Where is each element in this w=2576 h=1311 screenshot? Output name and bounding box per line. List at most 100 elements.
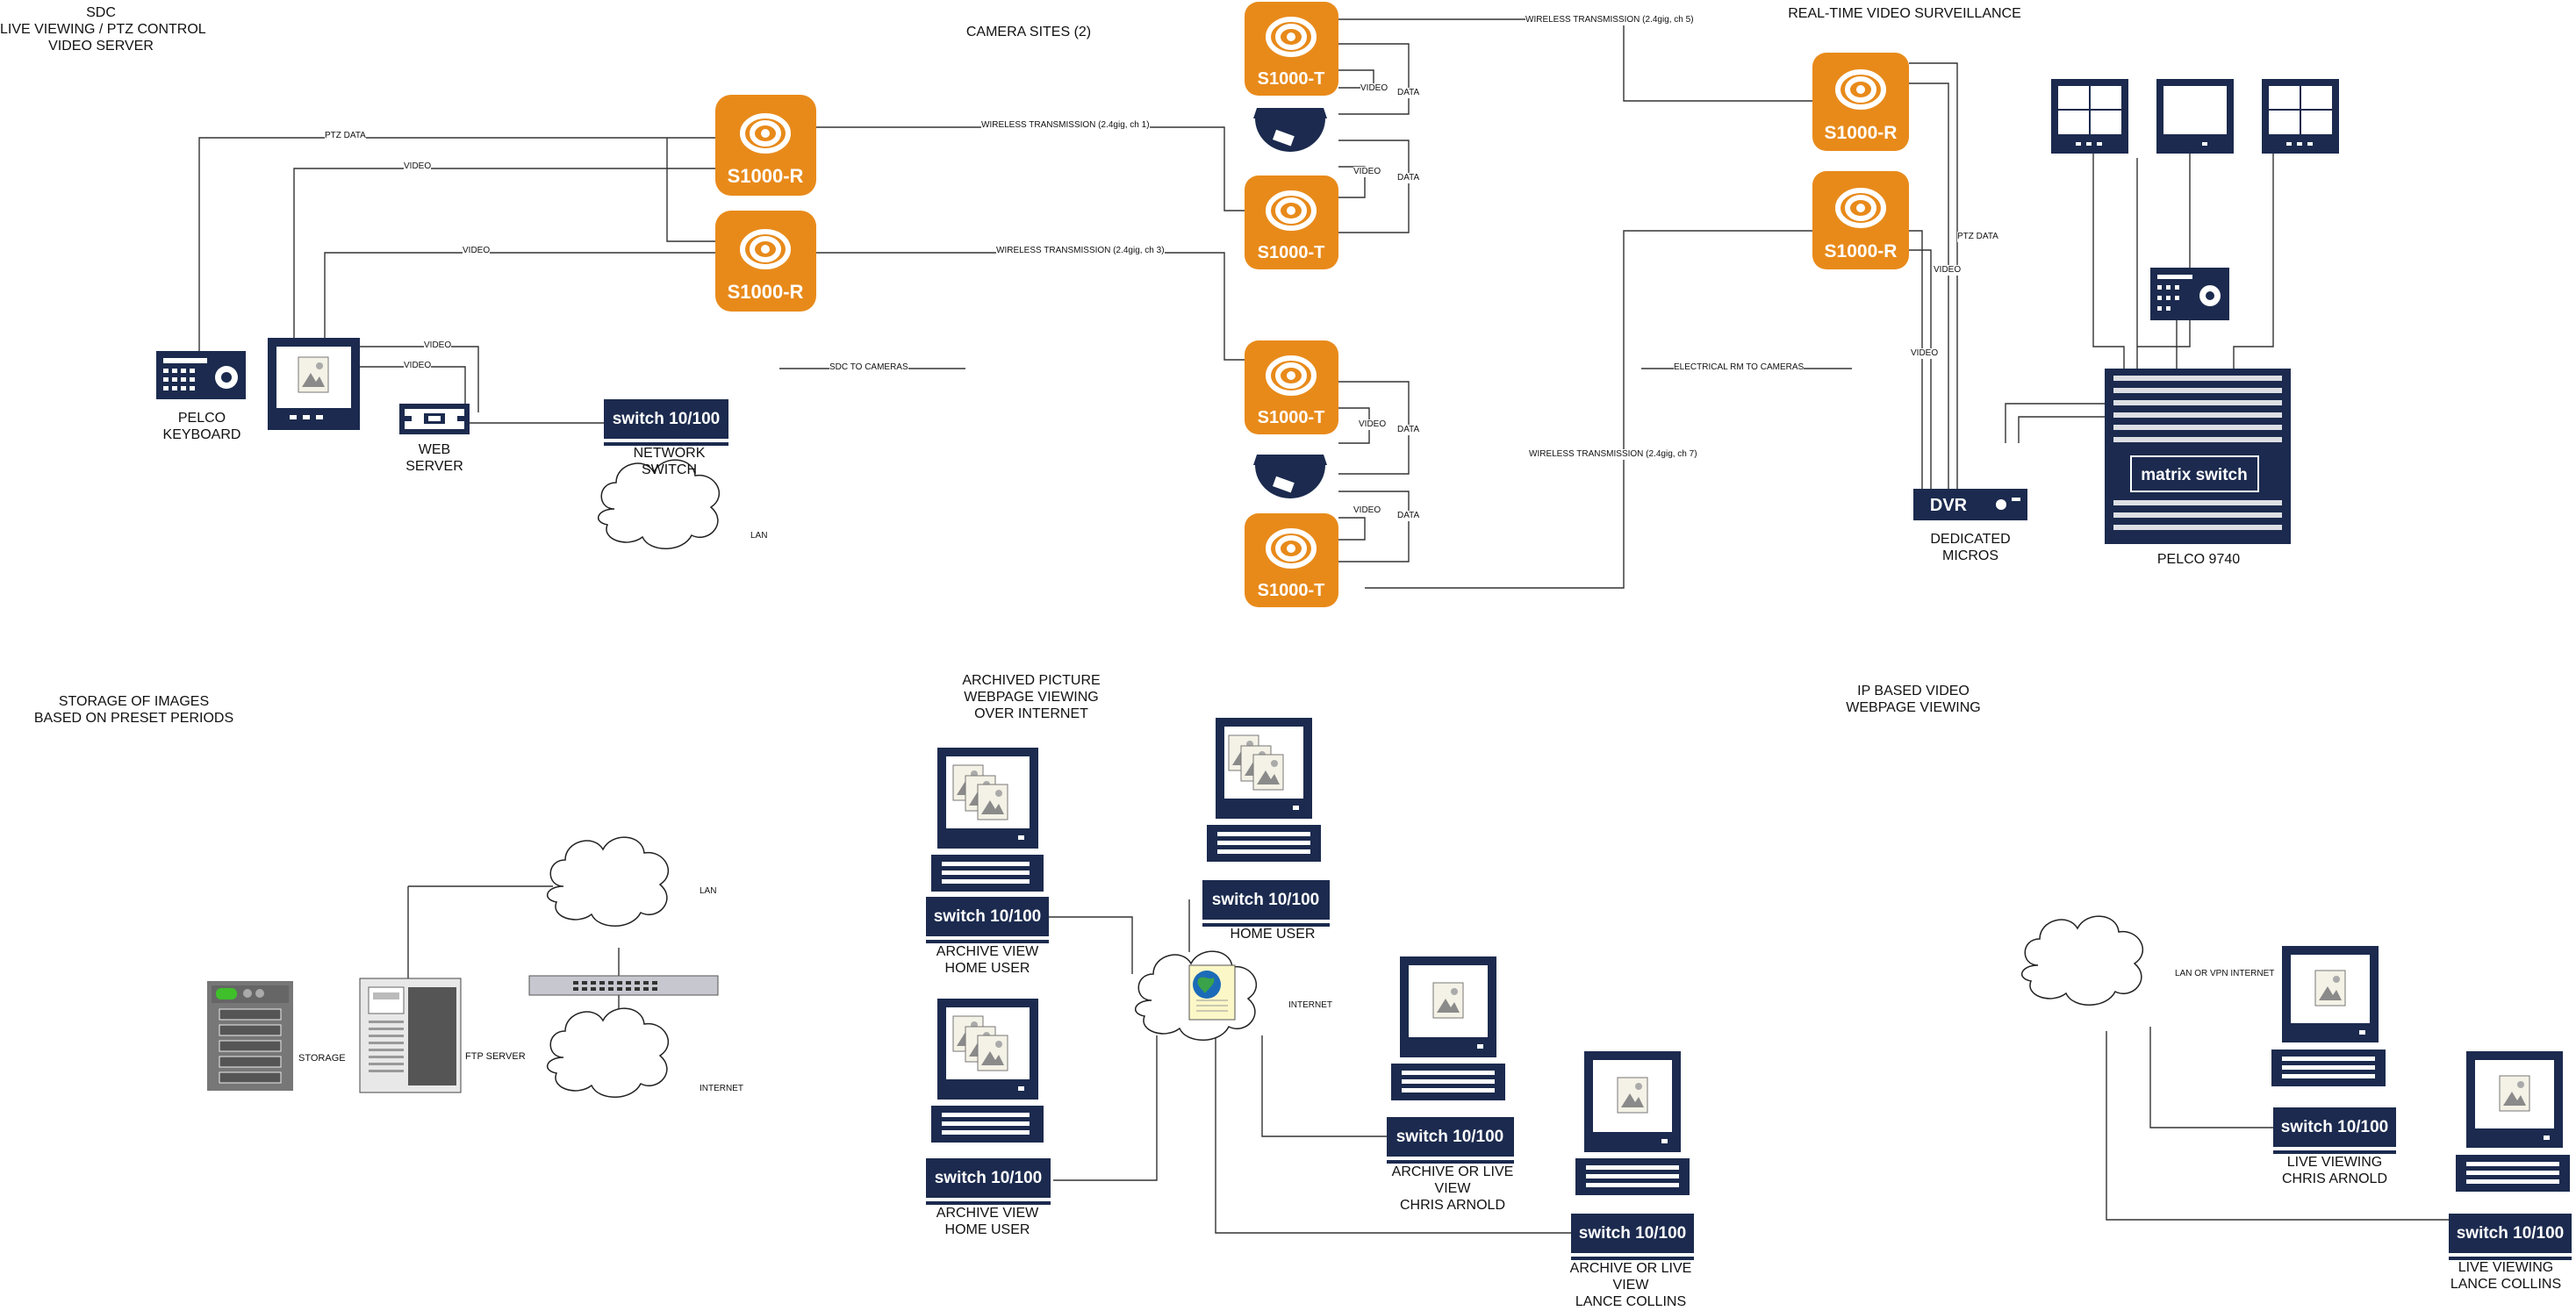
- conn-ptz-data-rt: PTZ DATA: [1957, 232, 1998, 242]
- conn-internet-archive: INTERNET: [1288, 1000, 1332, 1010]
- conn-video-6: VIDEO: [1353, 167, 1381, 177]
- label-pelco-9740: PELCO 9740: [2156, 552, 2241, 567]
- pelco-keyboard-icon: [156, 351, 246, 399]
- web-globe-icon: [1188, 964, 1236, 1021]
- computer-live-chris: [2271, 946, 2386, 1086]
- dome-camera-icon: [1253, 108, 1327, 152]
- label-web-server: WEB SERVER: [405, 442, 463, 475]
- s1000-t-site2-b: S1000-T: [1245, 513, 1338, 607]
- conn-internet-storage: INTERNET: [700, 1084, 743, 1093]
- computer-live-lance: [2456, 1051, 2570, 1192]
- conn-video-8: VIDEO: [1353, 505, 1381, 516]
- s1000t-label-3: S1000-T: [1258, 408, 1325, 427]
- s1000r-label-2: S1000-R: [728, 281, 804, 303]
- s1000-r-rt-2: S1000-R: [1812, 171, 1909, 269]
- switch-chris-archive: switch 10/100: [1387, 1117, 1514, 1164]
- label-archive-live-chris: ARCHIVE OR LIVE VIEW CHRIS ARNOLD: [1391, 1164, 1514, 1214]
- switch-archive-2: switch 10/100: [926, 1158, 1051, 1205]
- rack-switch-icon: [528, 975, 719, 996]
- conn-video-rt-1: VIDEO: [1934, 265, 1962, 276]
- conn-sdc-to-cameras: SDC TO CAMERAS: [829, 362, 908, 373]
- s1000t-label-2: S1000-T: [1258, 243, 1325, 262]
- computer-home-user: [1207, 718, 1321, 862]
- s1000-t-site2-a: S1000-T: [1245, 340, 1338, 434]
- label-pelco-keyboard: PELCO KEYBOARD: [162, 411, 241, 443]
- s1000-r-rt-1: S1000-R: [1812, 53, 1909, 151]
- conn-wireless-ch1: WIRELESS TRANSMISSION (2.4gig, ch 1): [981, 120, 1150, 131]
- label-home-user: HOME USER: [1230, 927, 1316, 942]
- label-archive-home-2: ARCHIVE VIEW HOME USER: [936, 1206, 1039, 1238]
- wall-monitor-3: [2262, 79, 2339, 154]
- conn-video-3: VIDEO: [424, 340, 452, 351]
- conn-ptz-data: PTZ DATA: [325, 131, 366, 141]
- conn-electrical-rm: ELECTRICAL RM TO CAMERAS: [1674, 362, 1805, 373]
- section-title-storage: STORAGE OF IMAGES BASED ON PRESET PERIOD…: [33, 694, 234, 727]
- s1000r-label-3: S1000-R: [1825, 123, 1898, 143]
- conn-lan-sdc: LAN: [750, 531, 768, 541]
- lan-cloud-storage: [546, 836, 670, 928]
- switch-text: switch 10/100: [934, 907, 1042, 926]
- conn-wireless-ch7: WIRELESS TRANSMISSION (2.4gig, ch 7): [1529, 449, 1697, 460]
- label-archive-home-1: ARCHIVE VIEW HOME USER: [936, 944, 1039, 977]
- conn-data-3: DATA: [1397, 425, 1420, 435]
- connection-lines: [198, 18, 2449, 1234]
- dome-camera-icon: [1253, 455, 1327, 498]
- dvr-unit: DVR: [1913, 489, 2027, 520]
- s1000-r-sdc-1: S1000-R: [715, 95, 816, 196]
- s1000t-label-1: S1000-T: [1258, 69, 1325, 89]
- conn-video-5: VIDEO: [1360, 83, 1388, 94]
- s1000-r-sdc-2: S1000-R: [715, 211, 816, 312]
- conn-data-4: DATA: [1397, 511, 1420, 521]
- label-live-chris: LIVE VIEWING CHRIS ARNOLD: [2281, 1155, 2388, 1187]
- conn-lan-vpn: LAN OR VPN INTERNET: [2175, 969, 2275, 978]
- switch-live-chris: switch 10/100: [2273, 1107, 2396, 1154]
- sdc-monitor-icon: [268, 338, 360, 430]
- computer-chris-archive: [1391, 956, 1505, 1100]
- switch-text: switch 10/100: [2281, 1118, 2389, 1136]
- section-title-camera-sites: CAMERA SITES (2): [965, 25, 1092, 39]
- dvr-text: DVR: [1930, 496, 1968, 515]
- lan-vpn-cloud: [2020, 915, 2144, 1007]
- conn-wireless-ch5: WIRELESS TRANSMISSION (2.4gig, ch 5): [1525, 15, 1694, 25]
- conn-lan-storage: LAN: [700, 886, 717, 896]
- switch-live-lance: switch 10/100: [2449, 1214, 2572, 1260]
- storage-array-icon: [207, 981, 293, 1091]
- switch-text: switch 10/100: [1396, 1128, 1504, 1146]
- internet-cloud-storage: [546, 1007, 670, 1099]
- web-server-icon: [399, 404, 470, 434]
- s1000r-label-4: S1000-R: [1825, 241, 1898, 261]
- switch-text: switch 10/100: [1579, 1224, 1687, 1243]
- conn-video-2: VIDEO: [463, 246, 491, 256]
- label-dedicated-micros: DEDICATED MICROS: [1930, 532, 2011, 564]
- s1000-t-site1-b: S1000-T: [1245, 176, 1338, 269]
- matrix-keyboard-icon: [2150, 268, 2229, 320]
- switch-text: switch 10/100: [1212, 891, 1320, 909]
- s1000-t-site1-a: S1000-T: [1245, 2, 1338, 96]
- switch-lance-archive: switch 10/100: [1571, 1214, 1694, 1260]
- computer-archive-2: [931, 999, 1044, 1143]
- conn-video-4: VIDEO: [404, 361, 432, 371]
- label-ftp-server: FTP SERVER: [465, 1051, 526, 1062]
- section-title-archived: ARCHIVED PICTURE WEBPAGE VIEWING OVER IN…: [962, 673, 1101, 722]
- s1000r-label-1: S1000-R: [728, 165, 804, 187]
- switch-text: switch 10/100: [613, 410, 721, 428]
- label-archive-live-lance: ARCHIVE OR LIVE VIEW LANCE COLLINS: [1569, 1261, 1692, 1310]
- section-title-sdc: SDC LIVE VIEWING / PTZ CONTROL VIDEO SER…: [0, 5, 206, 54]
- s1000t-label-4: S1000-T: [1258, 581, 1325, 600]
- matrix-switch-unit: matrix switch: [2105, 369, 2291, 544]
- conn-video-rt-2: VIDEO: [1911, 348, 1939, 359]
- conn-data-2: DATA: [1397, 173, 1420, 183]
- ftp-server-icon: [359, 978, 462, 1093]
- switch-archive-1: switch 10/100: [926, 897, 1049, 943]
- section-title-realtime: REAL-TIME VIDEO SURVEILLANCE: [1788, 6, 2021, 21]
- wall-monitor-1: [2051, 79, 2128, 154]
- label-live-lance: LIVE VIEWING LANCE COLLINS: [2450, 1260, 2562, 1293]
- switch-home-user: switch 10/100: [1202, 880, 1330, 927]
- matrix-text: matrix switch: [2141, 466, 2247, 484]
- switch-text: switch 10/100: [2457, 1224, 2565, 1243]
- label-network-switch: NETWORK SWITCH: [633, 446, 706, 478]
- conn-video-1: VIDEO: [404, 161, 432, 172]
- wall-monitor-2: [2156, 79, 2234, 154]
- conn-wireless-ch3: WIRELESS TRANSMISSION (2.4gig, ch 3): [996, 246, 1165, 256]
